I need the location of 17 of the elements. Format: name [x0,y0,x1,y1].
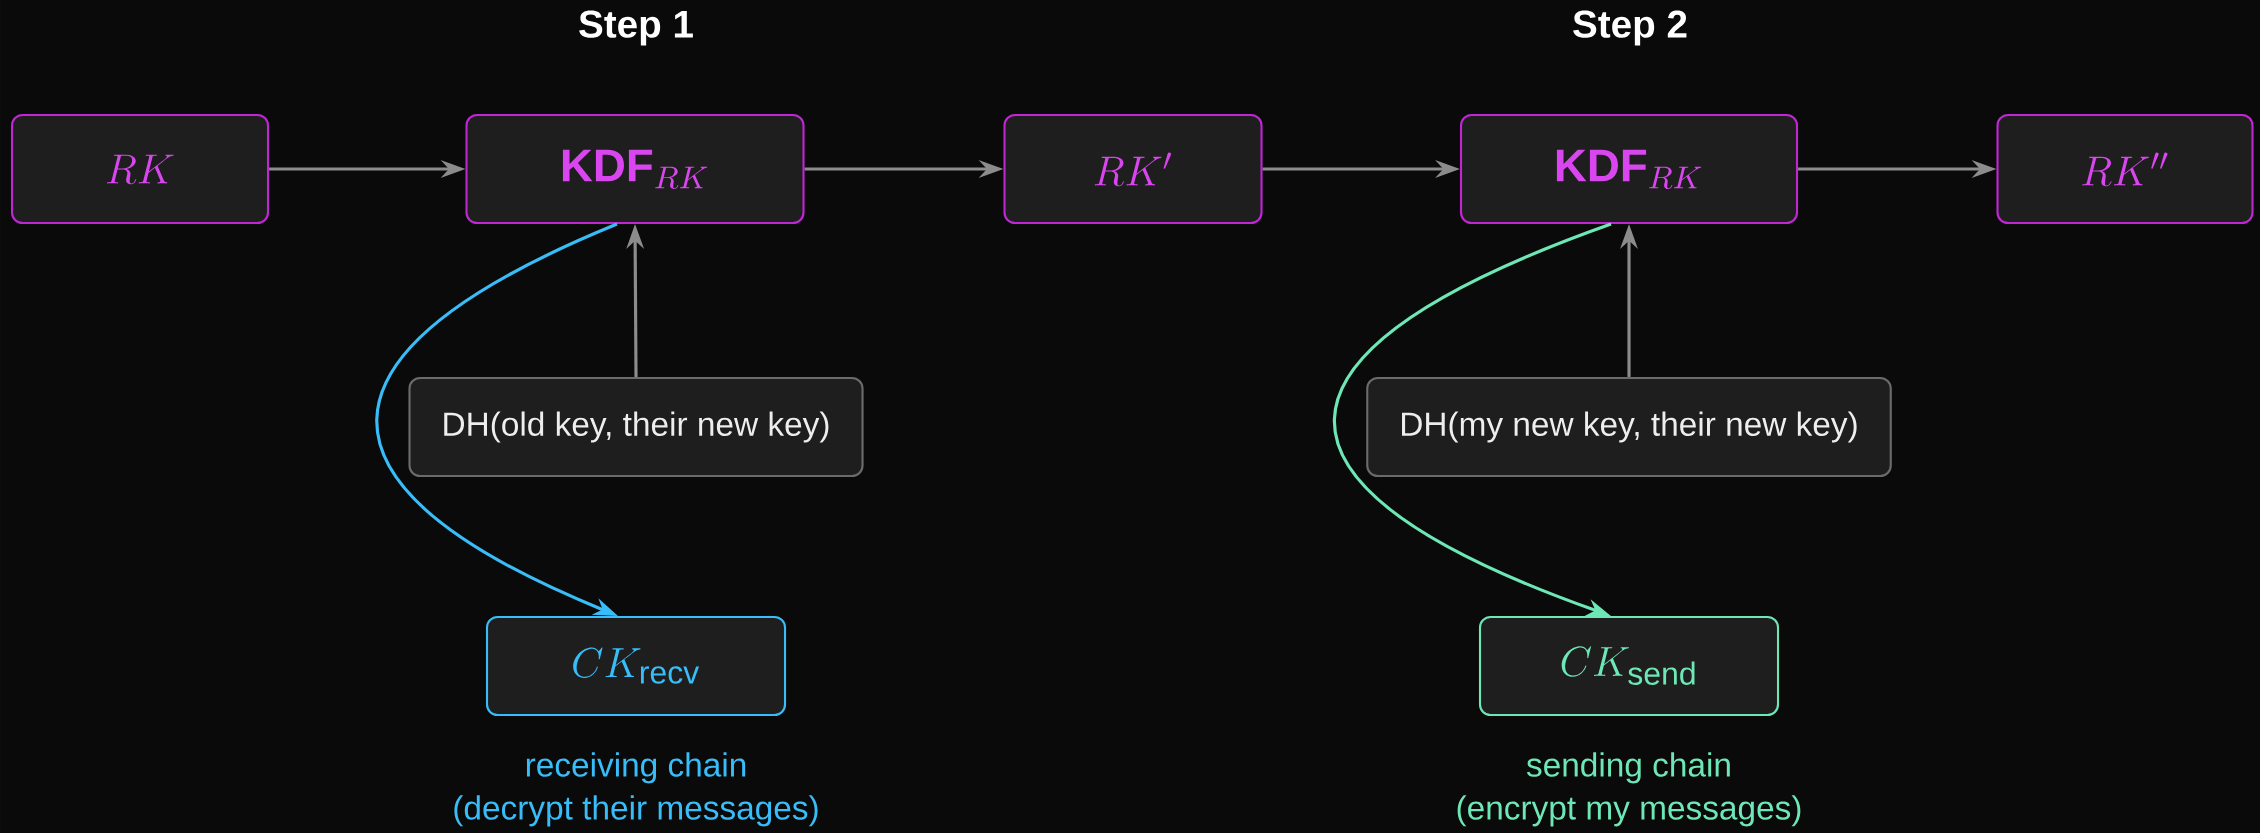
function-box: $\textbf{KDF}_{RK}$ [1459,113,1799,225]
key-box: $RK''$ [1996,113,2254,225]
caption-text: receiving chain [526,752,746,784]
arrow [1333,222,1612,617]
step-heading: Step 1 [579,10,693,46]
function-box: $\textbf{KDF}_{RK}$ [465,113,805,225]
key-box: $RK$ [10,113,270,225]
arrow [375,222,618,616]
input-box: DH(my new key, their new key) [1366,376,1892,478]
key-box: $RK'$ [1003,113,1263,225]
caption-text: sending chain [1526,752,1730,784]
step-heading: Step 2 [1573,10,1687,46]
chain-key-box: $CK_{\text{send}}$ [1478,615,1780,717]
caption-text: (decrypt their messages) [454,795,818,827]
input-box: DH(old key, their new key) [408,376,864,478]
caption-text: (encrypt my messages) [1457,795,1801,827]
chain-key-box: $CK_{\text{recv}}$ [485,615,787,717]
